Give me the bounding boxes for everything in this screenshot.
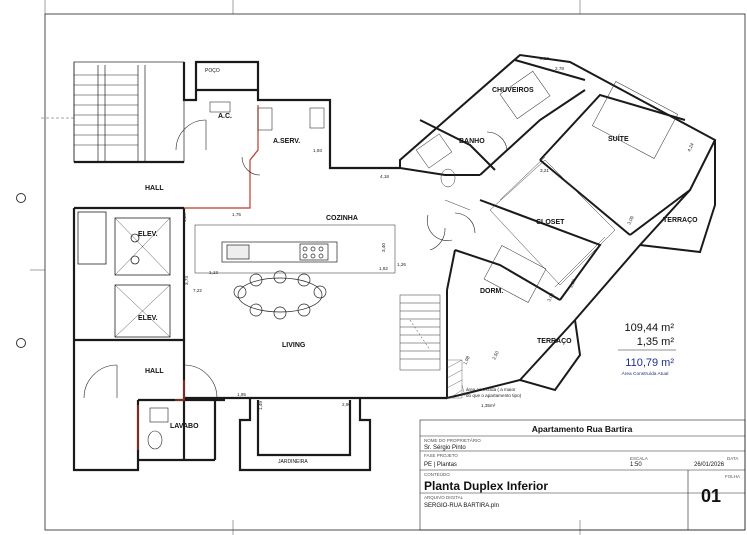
scale: 1:50 xyxy=(630,462,642,468)
title-block xyxy=(419,419,746,531)
stair-top-left xyxy=(40,61,185,163)
dim-4-24: 4,24 xyxy=(686,142,694,153)
binding-hole-bottom xyxy=(16,338,26,348)
dim-3-40: 3,40 xyxy=(381,243,386,252)
walls xyxy=(72,60,447,472)
dim-1-13: 1,13 xyxy=(209,270,218,275)
label-elev-top: ELEV. xyxy=(138,231,158,238)
area-1: 109,44 m² xyxy=(624,322,674,334)
dim-1-29: 1,29 xyxy=(182,213,187,222)
dim-2-20: 2,20 xyxy=(568,278,576,289)
dim-1-62: 1,62 xyxy=(379,266,388,271)
content-title: Planta Duplex Inferior xyxy=(424,479,548,493)
dim-3-03: 3,03 xyxy=(546,292,554,303)
label-elev-bottom: ELEV. xyxy=(138,315,158,322)
door-swings xyxy=(83,119,508,399)
label-cozinha: COZINHA xyxy=(326,215,358,222)
label-banho: BANHO xyxy=(459,138,485,145)
label-jardineira: JARDINEIRA xyxy=(278,459,308,465)
dim-1-95: 1,95 xyxy=(237,392,246,397)
sheet-label: FOLHA xyxy=(725,474,740,479)
binding-hole-top xyxy=(16,193,26,203)
label-a-serv: A.SERV. xyxy=(273,138,300,145)
area-2: 1,35 m² xyxy=(637,336,675,348)
label-ac: A.C. xyxy=(218,113,232,120)
dim-2-96: 2,96 xyxy=(342,402,351,407)
label-closet: CLOSET xyxy=(536,219,565,226)
label-dorm: DORM. xyxy=(480,288,503,295)
area-total: 110,79 m² xyxy=(625,357,674,369)
dim-3-09: 3,09 xyxy=(626,215,634,226)
dim-3-21: 3,21 xyxy=(540,168,549,173)
added-area-hatch xyxy=(446,359,466,399)
red-partition xyxy=(137,105,259,450)
dim-2-50: 2,50 xyxy=(491,350,499,361)
dim-1-75: 1,75 xyxy=(232,212,241,217)
kitchen-counter xyxy=(194,224,396,274)
phase: PE | Plantas xyxy=(424,462,457,468)
elevator-shafts xyxy=(77,211,171,338)
dim-1-93: 1,93 xyxy=(313,148,322,153)
file-label: ARQUIVO DIGITAL xyxy=(424,495,464,500)
content-label: CONTEÚDO xyxy=(424,471,450,477)
phase-label: FASE PROJETO xyxy=(424,453,458,458)
scale-label: ESCALA xyxy=(630,456,648,461)
label-living: LIVING xyxy=(282,342,306,349)
note-line1: área acrescida ( a maior xyxy=(466,387,516,392)
lavabo-fixtures xyxy=(147,407,169,450)
label-poco: POÇO xyxy=(205,68,220,74)
dim-1-26: 1,26 xyxy=(397,262,406,267)
file-name: SERGIO-RUA BARTIRA.pln xyxy=(424,503,499,509)
label-chuveiros: CHUVEIROS xyxy=(492,87,534,94)
label-hall-bottom: HALL xyxy=(145,368,164,375)
dim-2-12: 2,12 xyxy=(540,56,549,61)
dim-1-49: 1,49 xyxy=(258,401,263,410)
label-lavabo: LAVABO xyxy=(170,423,199,430)
dim-4-18: 4,18 xyxy=(380,174,389,179)
label-suite: SUÍTE xyxy=(608,134,629,143)
owner-label: NOME DO PROPRIETÁRIO xyxy=(424,437,481,443)
dining-table xyxy=(233,270,327,320)
dim-2-78: 2,78 xyxy=(555,66,564,71)
owner: Sr. Sérgio Pinto xyxy=(424,445,466,451)
dim-7-22: 7,22 xyxy=(193,288,202,293)
date-label: DATA xyxy=(727,456,738,461)
note-line2: do que o apartamento tipo) xyxy=(466,393,522,398)
note-area: 1,35m² xyxy=(481,403,496,408)
area-total-label: Área Construída Atual xyxy=(622,370,669,377)
laundry-fixtures xyxy=(209,101,325,131)
dim-1-98: 1,98 xyxy=(462,355,470,366)
sheet-border xyxy=(44,13,746,531)
date: 26/01/2026 xyxy=(694,462,725,468)
label-hall-top: HALL xyxy=(145,185,164,192)
label-terraco-right: TERRAÇO xyxy=(663,217,698,224)
project-name: Apartamento Rua Bartira xyxy=(532,424,633,434)
sheet-number: 01 xyxy=(701,486,721,506)
label-terraco-bottom: TERRAÇO xyxy=(537,338,572,345)
stair-bottom xyxy=(399,294,441,371)
dim-3-74: 3,74 xyxy=(184,276,189,285)
